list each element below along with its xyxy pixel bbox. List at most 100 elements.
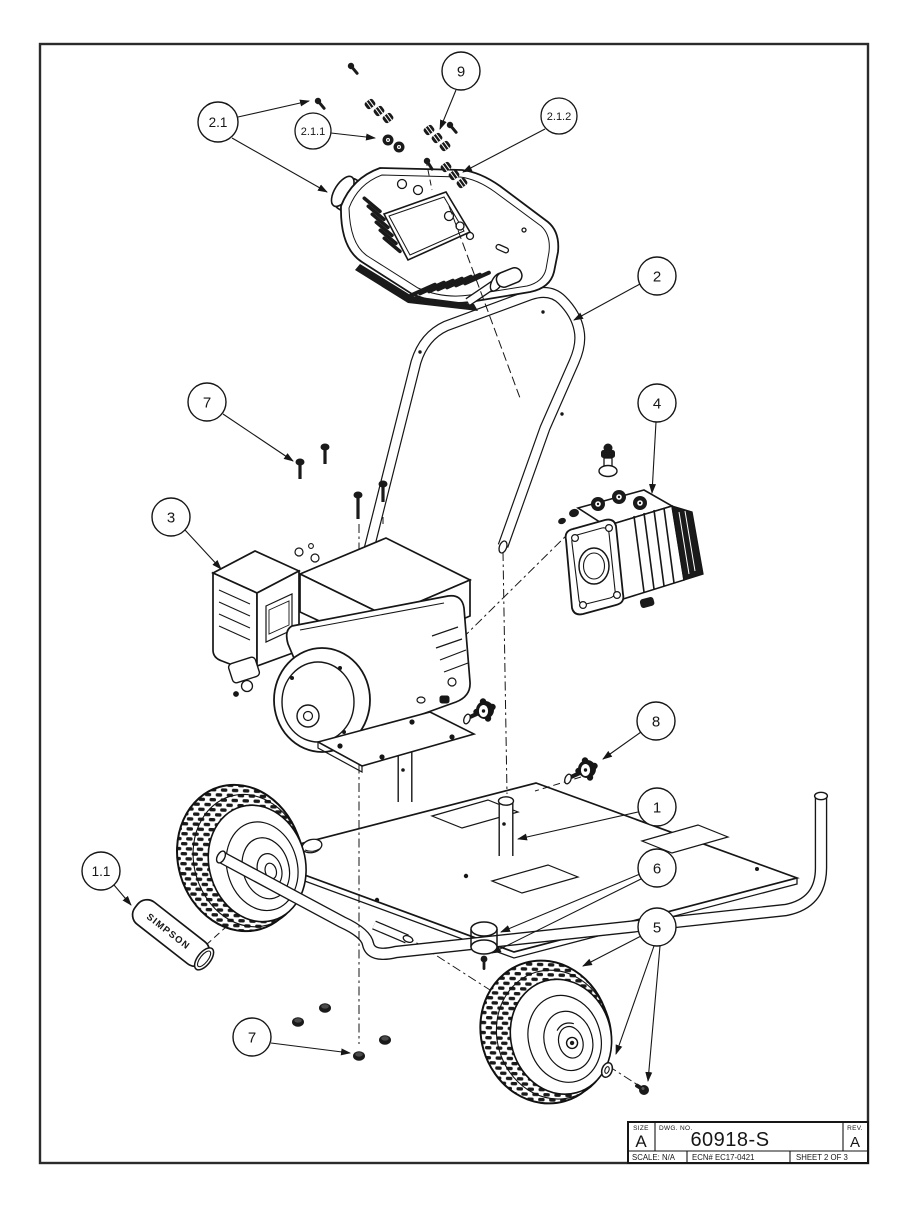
engine-fitting-dark [439,695,450,704]
leader-line [500,873,641,933]
axle-washer [600,1061,614,1079]
crankshaft-stub [416,696,426,704]
balloon-1: 1 [517,787,677,841]
balloon-9: 9 [439,51,481,130]
knob-bolt-upper [463,698,496,725]
balloon-label: 1 [653,800,661,817]
balloon-4: 4 [637,383,677,494]
axle-cap [635,1083,649,1095]
leader-line [237,99,310,118]
foot-screw [480,955,488,970]
screw [314,97,326,110]
right-wheel [479,959,613,1105]
wellnut-cluster-a [364,98,394,124]
right-post-mouth [497,796,515,806]
aircleaner-vents [218,589,251,641]
balloon-7-top: 7 [187,382,294,462]
leader-line [615,945,655,1055]
centerlines-top [425,159,521,399]
leader-line [649,421,657,494]
balloon-label: 2 [653,269,661,286]
rail-open-end-right [813,791,829,801]
pump-end-cap-ribs [678,510,696,575]
recoil-center [302,710,314,722]
title-block-frame [627,1121,869,1164]
callouts: 2.1 2.1.1 9 2.1.2 2 7 [81,51,677,1082]
leader-line [602,731,642,760]
axle-stub-fill [372,921,409,943]
tank-bolt-c [308,543,314,549]
leader-line [645,945,661,1082]
engine-base-holes [337,719,455,760]
rev-value: A [850,1134,860,1151]
rail-open-end-left [215,850,227,864]
ecn-value: ECN# EC17-0421 [692,1153,754,1162]
balloon-7-bottom: 7 [232,1017,351,1057]
size-label: SIZE [633,1125,649,1132]
deck-tabs [430,799,730,894]
dwg-no-label: DWG. NO. [659,1125,692,1132]
pump-inlet-fitting-2 [558,517,566,525]
balloon-3: 3 [151,497,222,570]
leader-line [573,283,641,321]
balloon-label: 9 [457,64,465,81]
panel-handlebar-centerline [448,205,521,399]
pump-flange-bolts [570,523,621,609]
balloon-2-1-1: 2.1.1 [294,112,376,150]
screw [347,62,359,75]
panel-fasteners [314,62,468,189]
balloon-label: 6 [653,861,661,878]
balloon-6: 6 [491,848,677,954]
pump-shaft-bore-inner [582,552,606,580]
size-value: A [635,1132,647,1151]
panel-t-knob [465,267,523,306]
balloon-label: 2.1 [209,115,228,130]
pump-unloader-knob [598,443,618,478]
balloon-8: 8 [602,701,676,760]
tank-bolt-a [294,547,304,557]
dwg-no-value: 60918-S [690,1129,769,1151]
engine-base-edge [317,742,363,774]
panel-vents-bottom [409,270,491,298]
leader-line [462,128,546,173]
balloon-label: 7 [203,395,211,412]
leader-line [582,935,642,967]
title-block: SIZE A DWG. NO. 60918-S REV. A SCALE: N/… [627,1121,869,1164]
aircleaner-label-inner [268,600,290,635]
left-post-hole [401,768,405,772]
scale-value: N/A [662,1153,676,1162]
panel-shadow-band [355,264,478,311]
shroud-seam [299,602,445,631]
leader-line [222,413,294,462]
recoil-bolts [290,666,346,734]
handlebar-post-centerline [502,551,508,795]
leader-line [517,811,639,841]
balloon-label: 2.1.1 [301,126,325,138]
balloon-label: 3 [167,510,175,527]
balloon-2: 2 [573,256,677,321]
rev-label: REV. [847,1125,863,1132]
balloon-label: 2.1.2 [547,111,571,123]
handlebar-detail-dots [418,310,564,416]
panel-body-inner [348,174,550,297]
engine-bolts [295,443,388,519]
leader-line [491,878,642,954]
balloon-1-1: 1.1 [81,851,132,906]
grommet-pair [382,134,405,153]
balloon-label: 7 [248,1030,256,1047]
leader-line [113,884,132,906]
screw [423,157,434,171]
panel-holes [396,178,527,254]
handlebar-fill [357,288,585,579]
control-panel [330,167,560,311]
balloon-label: 1.1 [92,864,111,879]
balloon-label: 8 [652,714,660,731]
recoil-ring [281,661,355,743]
balloon-2-1-2: 2.1.2 [462,97,578,173]
panel-screw-centerline [425,159,433,191]
panel-screen-inner [388,196,465,256]
handlebar-end-right [498,540,508,554]
engine-base [315,711,477,767]
